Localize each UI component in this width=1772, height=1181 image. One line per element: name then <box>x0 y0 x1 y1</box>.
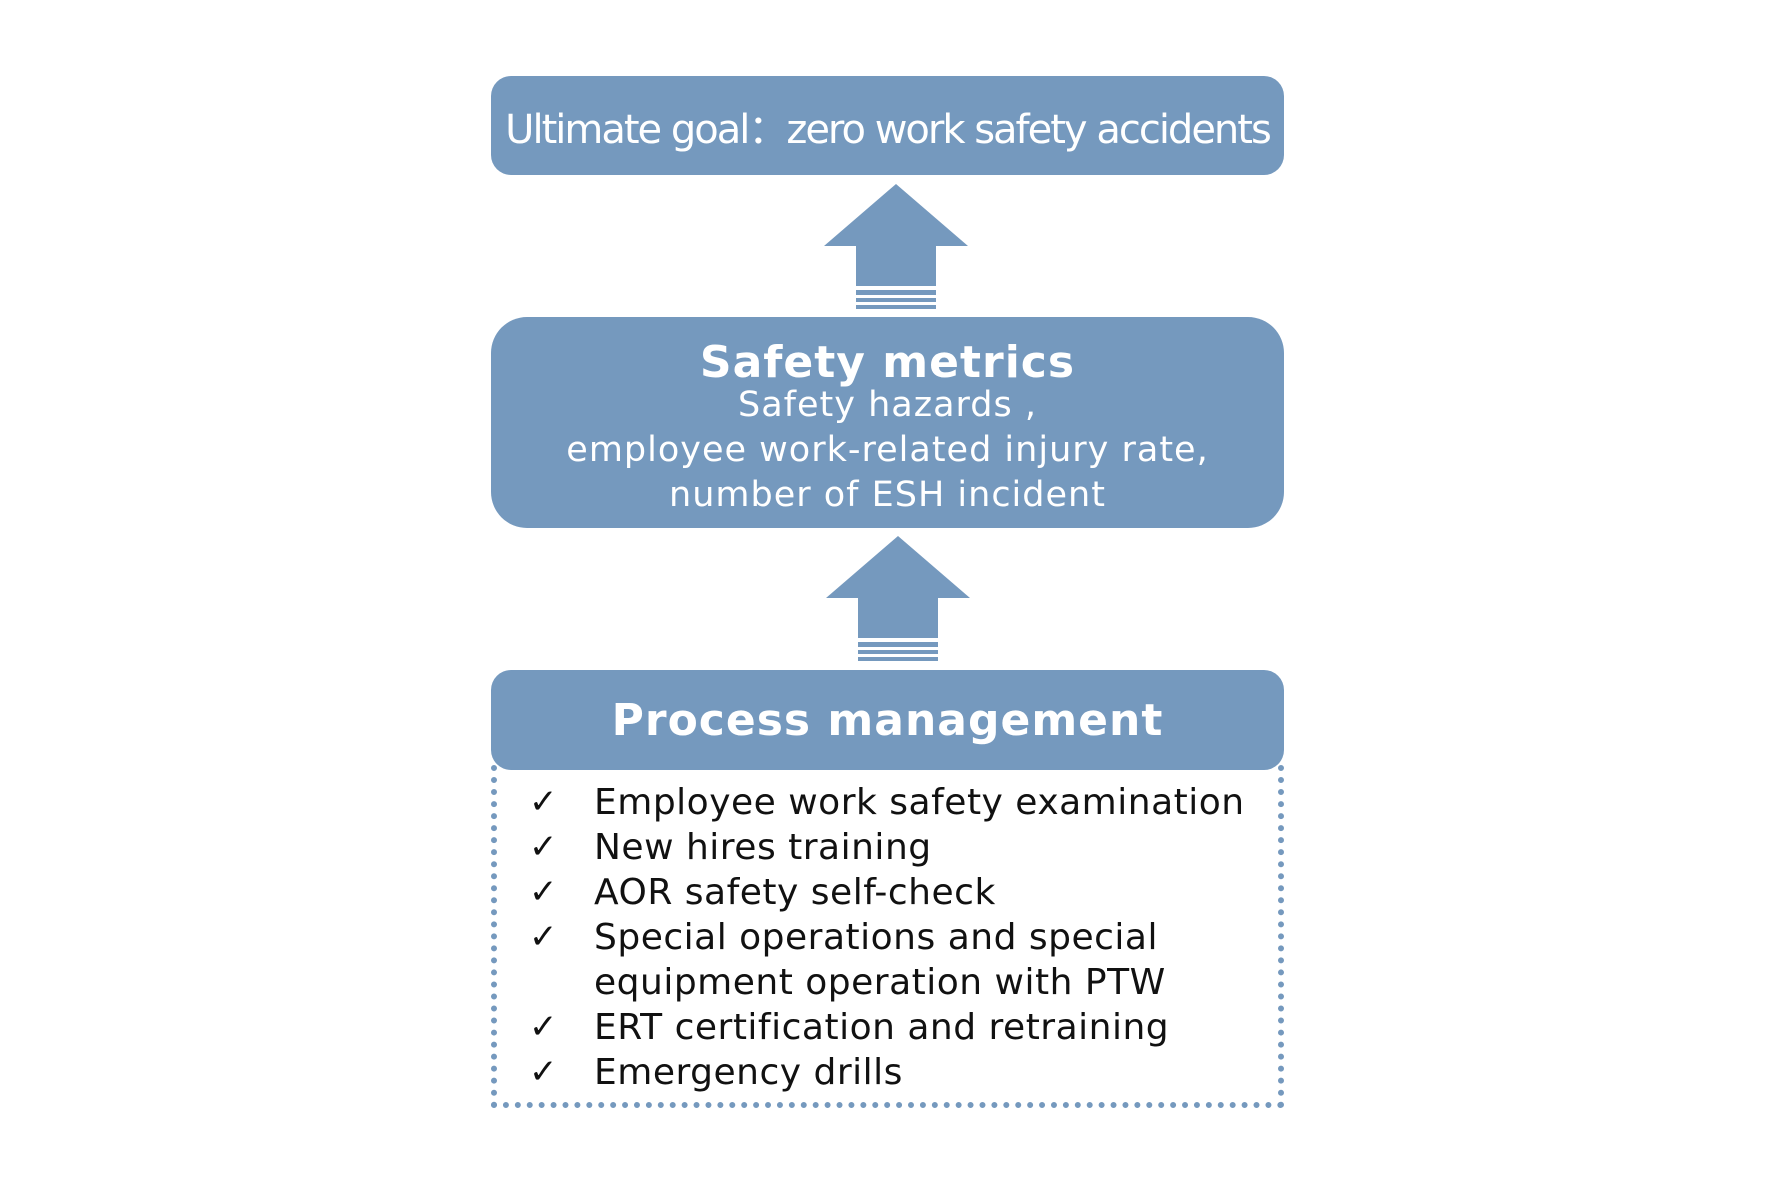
metrics-line-hazards: Safety hazards , <box>737 385 1037 425</box>
metrics-line-injury-rate: employee work-related injury rate, <box>566 430 1209 470</box>
check-icon: ✓ <box>529 782 558 822</box>
check-icon: ✓ <box>529 1007 558 1047</box>
safety-metrics-title: Safety metrics <box>699 337 1076 388</box>
check-icon: ✓ <box>529 827 558 867</box>
check-icon: ✓ <box>529 917 558 957</box>
list-item-label: Special operations and special <box>594 917 1158 958</box>
metrics-line-esh-incident: number of ESH incident <box>669 475 1106 515</box>
goal-box: Ultimate goal：zero work safety accidents <box>491 76 1284 175</box>
list-item-label: AOR safety self-check <box>594 872 996 913</box>
list-item-label: New hires training <box>594 827 932 868</box>
list-item-label: equipment operation with PTW <box>594 962 1166 1003</box>
list-item-label: Emergency drills <box>594 1052 903 1093</box>
up-arrow-bottom <box>826 536 970 661</box>
list-item-label: Employee work safety examination <box>594 782 1245 823</box>
list-item-label: ERT certification and retraining <box>594 1007 1170 1048</box>
process-management-title: Process management <box>611 694 1164 746</box>
check-icon: ✓ <box>529 1052 558 1092</box>
up-arrow-top <box>824 184 968 309</box>
goal-title: Ultimate goal：zero work safety accidents <box>505 106 1272 153</box>
check-icon: ✓ <box>529 872 558 912</box>
safety-metrics-box: Safety metrics Safety hazards , employee… <box>491 317 1284 528</box>
process-management-box: Process management <box>491 670 1284 770</box>
process-items-list: ✓ Employee work safety examination ✓ New… <box>491 765 1284 1108</box>
